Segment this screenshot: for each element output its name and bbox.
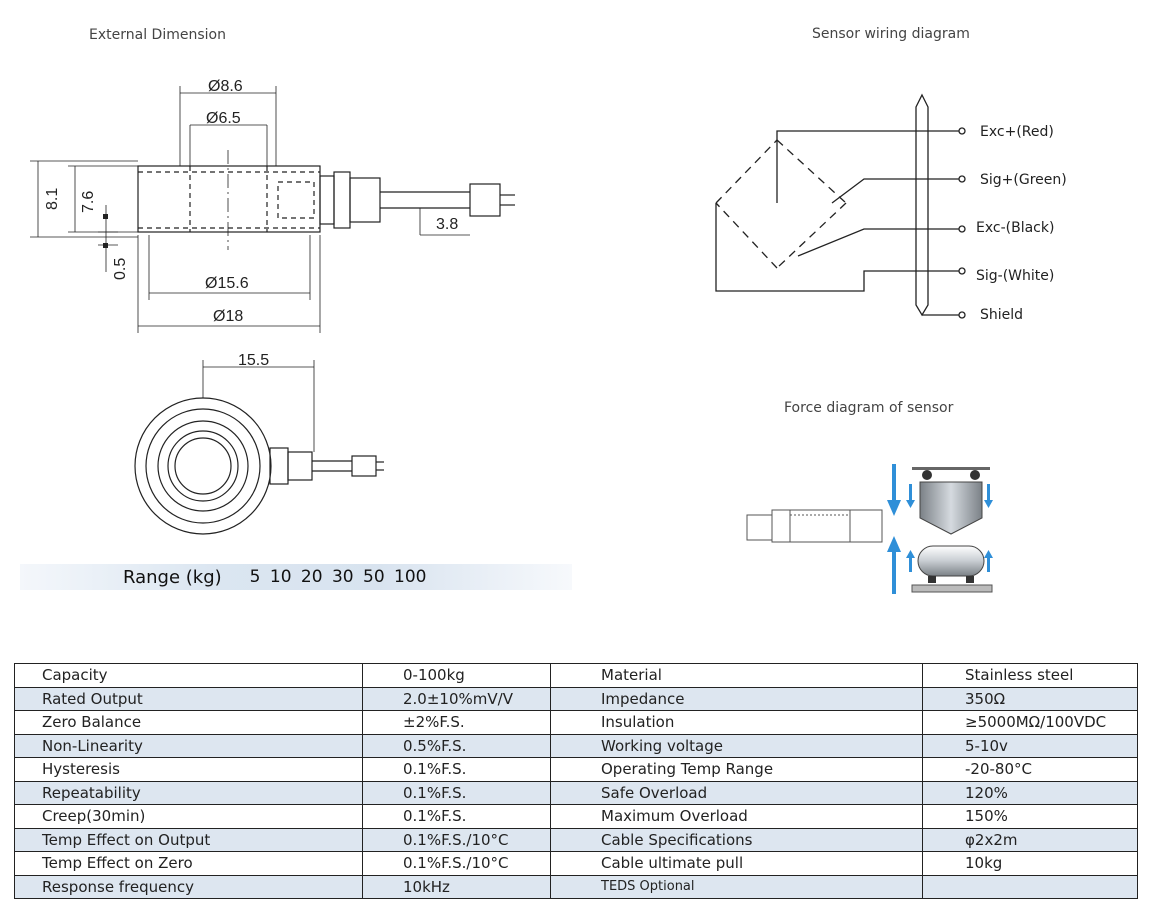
spec-name: Cable ultimate pull — [550, 851, 923, 876]
spec-name: Maximum Overload — [550, 804, 923, 829]
spec-name: Working voltage — [550, 733, 923, 758]
spec-name: Impedance — [550, 686, 923, 711]
spec-value: 350Ω — [922, 686, 1138, 711]
spec-row: Zero Balance±2%F.S.Insulation≥5000MΩ/100… — [14, 710, 1138, 735]
spec-value: 0-100kg — [362, 663, 551, 688]
wire-exc-minus-label: Exc-(Black) — [976, 220, 1054, 236]
dim-total-height: 8.1 — [44, 188, 61, 210]
external-dimension-caption: External Dimension — [89, 27, 226, 43]
spec-name: Temp Effect on Output — [14, 827, 363, 852]
spec-name: TEDS Optional — [550, 874, 923, 899]
spec-name: Non-Linearity — [14, 733, 363, 758]
spec-value: 2.0±10%mV/V — [362, 686, 551, 711]
spec-name: Safe Overload — [550, 780, 923, 805]
spec-name: Temp Effect on Zero — [14, 851, 363, 876]
spec-value: 0.1%F.S./10°C — [362, 827, 551, 852]
top-view-drawing: 15.5 — [134, 352, 384, 535]
spec-value: 150% — [922, 804, 1138, 829]
spec-value: -20-80°C — [922, 757, 1138, 782]
spec-value: Stainless steel — [922, 663, 1138, 688]
spec-value: 5-10v — [922, 733, 1138, 758]
force-diagram — [746, 464, 993, 594]
side-view-drawing: Ø8.6 Ø6.5 8.1 7.6 0.5 3.8 Ø15.6 Ø18 — [30, 78, 515, 333]
spec-name: Operating Temp Range — [550, 757, 923, 782]
spec-name: Zero Balance — [14, 710, 363, 735]
dim-inner-diameter: Ø15.6 — [205, 275, 249, 292]
dim-step-height: 0.5 — [112, 258, 129, 280]
spec-value: 0.1%F.S./10°C — [362, 851, 551, 876]
spec-name: Cable Specifications — [550, 827, 923, 852]
spec-value: ≥5000MΩ/100VDC — [922, 710, 1138, 735]
spec-name: Capacity — [14, 663, 363, 688]
spec-value: 10kHz — [362, 874, 551, 899]
dim-inner-bore: Ø6.5 — [206, 110, 241, 127]
spec-name: Rated Output — [14, 686, 363, 711]
dim-top-length: 15.5 — [238, 352, 269, 369]
wire-sig-plus-label: Sig+(Green) — [980, 172, 1067, 188]
spec-value: 0.1%F.S. — [362, 780, 551, 805]
dim-outer-diameter: Ø18 — [213, 308, 243, 325]
spec-value: 0.5%F.S. — [362, 733, 551, 758]
range-label: Range (kg) — [123, 566, 222, 588]
spec-name: Creep(30min) — [14, 804, 363, 829]
spec-name: Insulation — [550, 710, 923, 735]
spec-name: Response frequency — [14, 874, 363, 899]
spec-value: ±2%F.S. — [362, 710, 551, 735]
spec-value: φ2x2m — [922, 827, 1138, 852]
wire-shield-label: Shield — [980, 307, 1023, 323]
spec-value: 0.1%F.S. — [362, 757, 551, 782]
wiring-diagram-caption: Sensor wiring diagram — [812, 26, 970, 42]
range-values: 5 10 20 30 50 100 — [249, 567, 427, 587]
spec-value: 10kg — [922, 851, 1138, 876]
range-bar: Range (kg) 5 10 20 30 50 100 — [20, 564, 572, 590]
spec-name: Material — [550, 663, 923, 688]
dim-outer-bore: Ø8.6 — [208, 78, 243, 95]
wire-exc-plus-label: Exc+(Red) — [980, 124, 1054, 140]
spec-value: 120% — [922, 780, 1138, 805]
force-diagram-caption: Force diagram of sensor — [784, 400, 954, 416]
spec-value: 0.1%F.S. — [362, 804, 551, 829]
dim-cable-offset: 3.8 — [436, 216, 458, 233]
dim-body-height: 7.6 — [80, 191, 97, 213]
spec-name: Repeatability — [14, 780, 363, 805]
wire-sig-minus-label: Sig-(White) — [976, 268, 1054, 284]
wiring-diagram: Exc+(Red) Sig+(Green) Exc-(Black) Sig-(W… — [715, 93, 1067, 323]
spec-value — [922, 874, 1138, 899]
spec-name: Hysteresis — [14, 757, 363, 782]
